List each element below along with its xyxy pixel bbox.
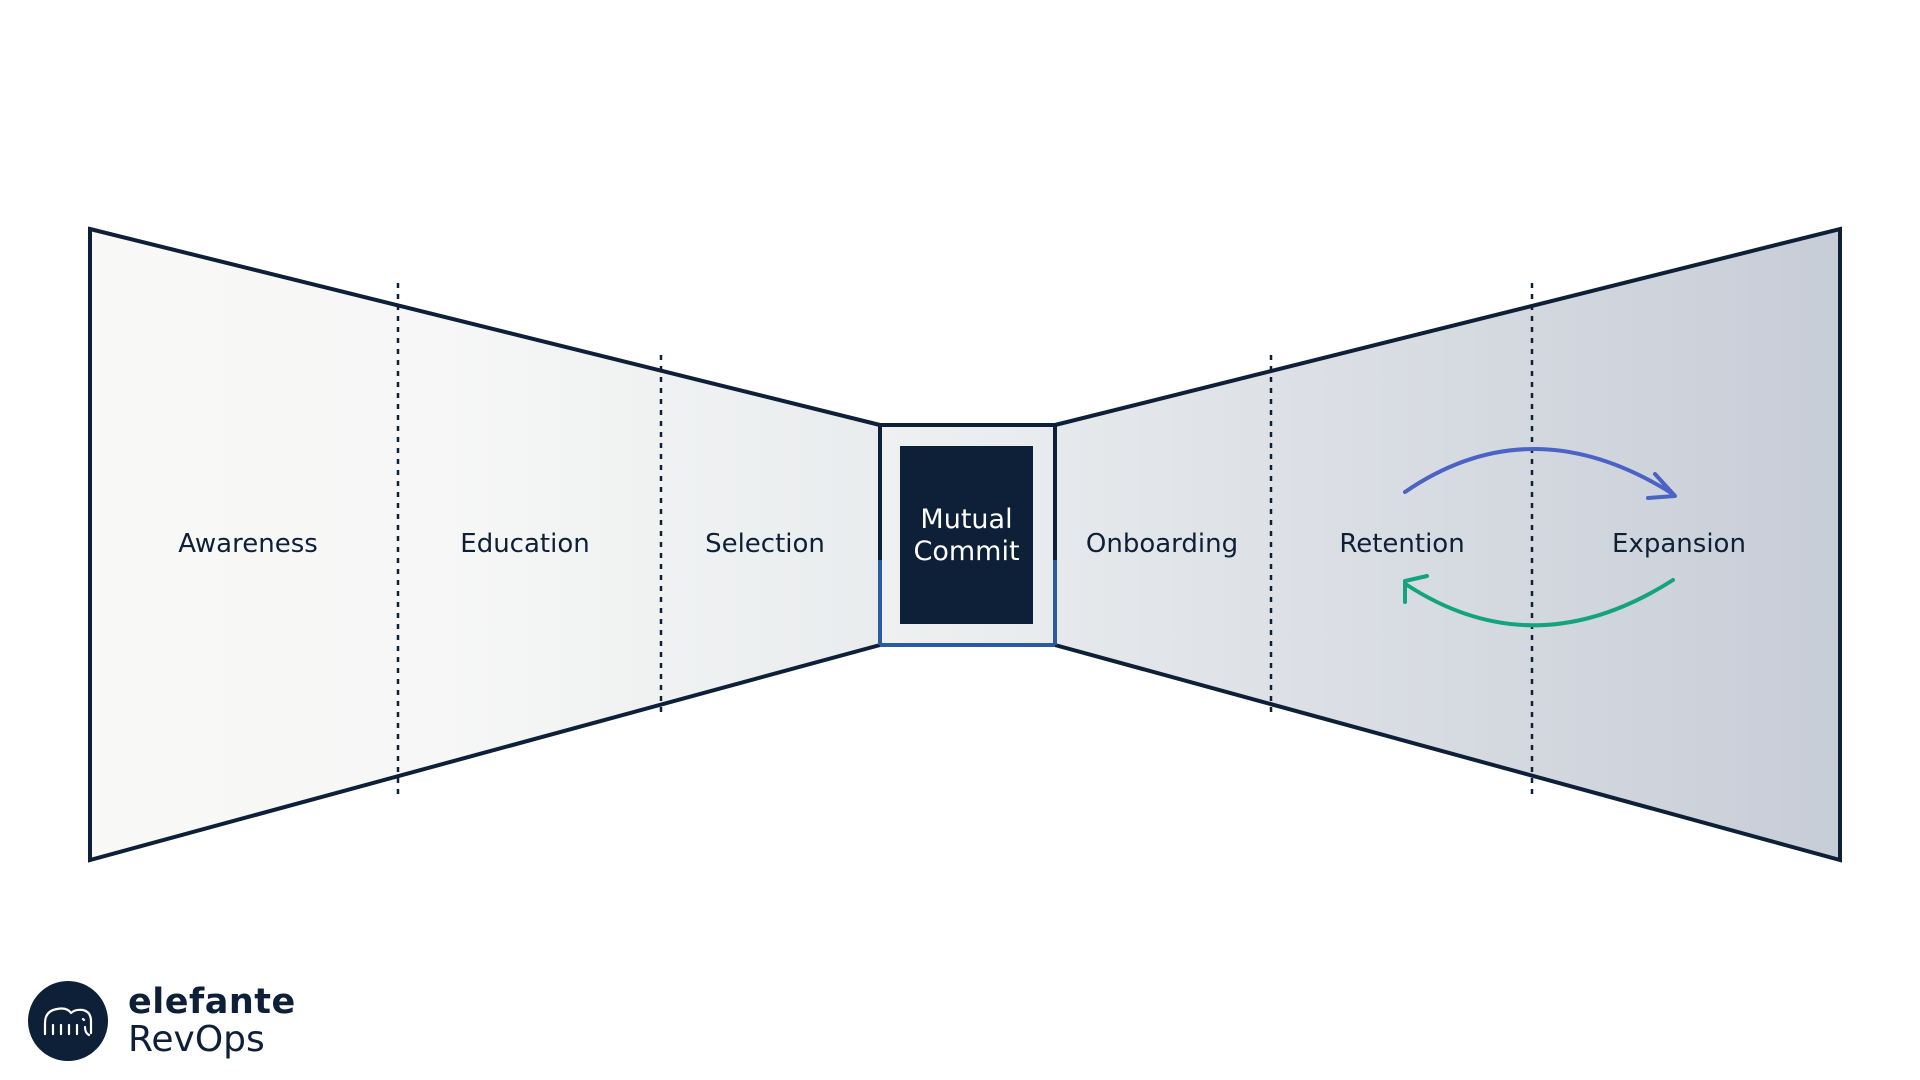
stage-expansion: Expansion: [1612, 529, 1746, 559]
arrow-retention-to-expansion: [1403, 447, 1677, 500]
elephant-icon: [28, 981, 108, 1061]
elefante-logo: elefante RevOps: [28, 980, 296, 1062]
arrow-expansion-to-retention: [1403, 574, 1675, 628]
mutual-commit-line1: Mutual: [920, 504, 1012, 535]
stage-education: Education: [460, 529, 589, 559]
stage-onboarding: Onboarding: [1086, 529, 1238, 559]
logo-sub: RevOps: [128, 1018, 265, 1060]
logo-name: elefante: [128, 981, 296, 1022]
stage-awareness: Awareness: [178, 529, 318, 559]
mutual-commit-line2: Commit: [913, 536, 1019, 567]
mutual-commit-box: [900, 446, 1033, 624]
stage-retention: Retention: [1339, 529, 1464, 559]
stage-selection: Selection: [705, 529, 825, 559]
